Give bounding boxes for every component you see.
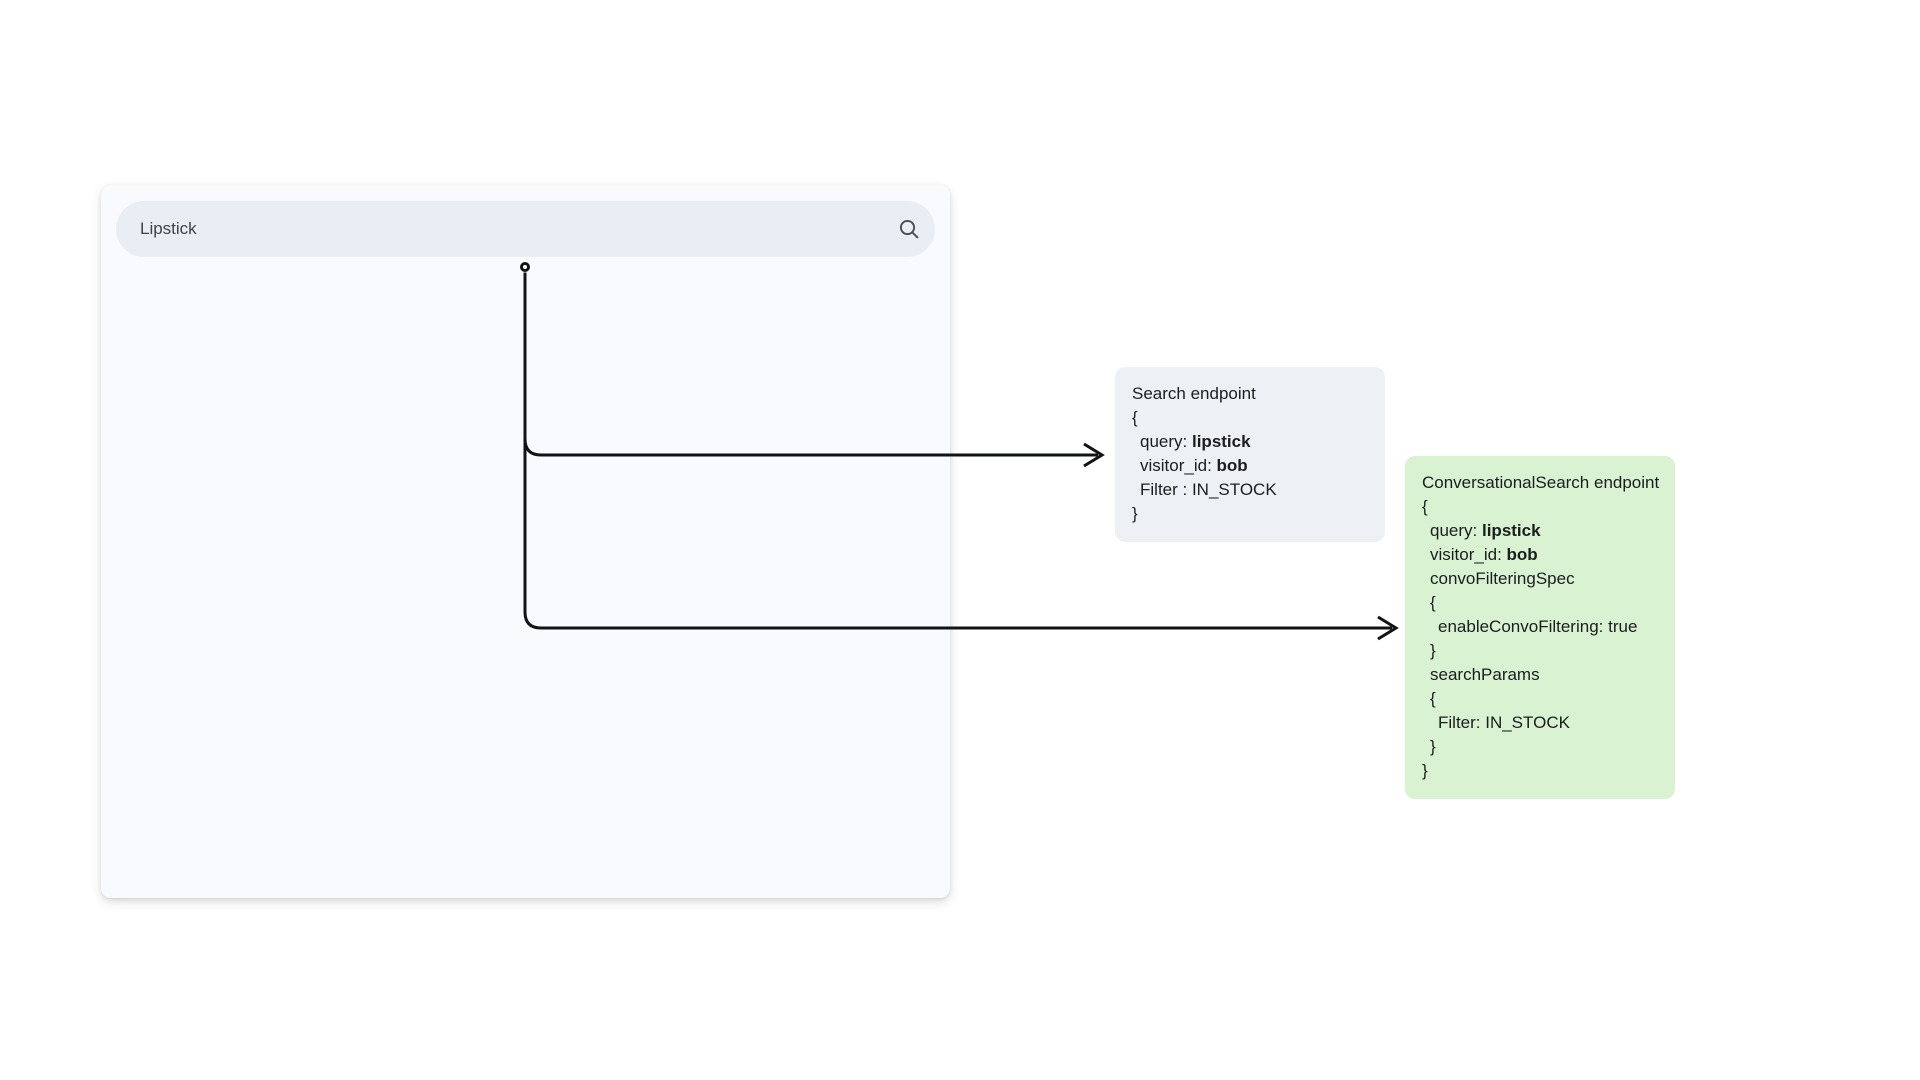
code-line: ConversationalSearch endpoint	[1422, 473, 1660, 492]
code-line: {	[1422, 497, 1428, 516]
code-line: convoFilteringSpec	[1430, 569, 1575, 588]
arrowhead-search-endpoint	[1083, 442, 1105, 468]
code-line: Filter : IN_STOCK	[1140, 480, 1277, 499]
search-input[interactable]	[116, 201, 889, 257]
code-line: }	[1132, 504, 1138, 523]
code-line: enableConvoFiltering: true	[1438, 617, 1638, 636]
code-line: searchParams	[1430, 665, 1540, 684]
search-app-panel	[101, 185, 950, 898]
code-line: query: lipstick	[1430, 521, 1541, 540]
search-button[interactable]	[889, 209, 929, 249]
code-line: Search endpoint	[1132, 384, 1256, 403]
code-line: query: lipstick	[1140, 432, 1251, 451]
conversational-search-endpoint-box: ConversationalSearch endpoint{query: lip…	[1405, 456, 1675, 799]
code-line: {	[1430, 689, 1436, 708]
code-line: visitor_id: bob	[1430, 545, 1538, 564]
code-line: }	[1422, 761, 1428, 780]
code-line: }	[1430, 641, 1436, 660]
code-line: {	[1430, 593, 1436, 612]
code-line: }	[1430, 737, 1436, 756]
search-endpoint-box: Search endpoint {query: lipstick visitor_i…	[1115, 367, 1385, 542]
code-line: Filter: IN_STOCK	[1438, 713, 1570, 732]
search-bar[interactable]	[116, 201, 935, 257]
code-line: {	[1132, 408, 1138, 427]
code-line: visitor_id: bob	[1140, 456, 1248, 475]
arrowhead-conversational-search	[1377, 615, 1399, 641]
search-icon	[898, 218, 920, 240]
